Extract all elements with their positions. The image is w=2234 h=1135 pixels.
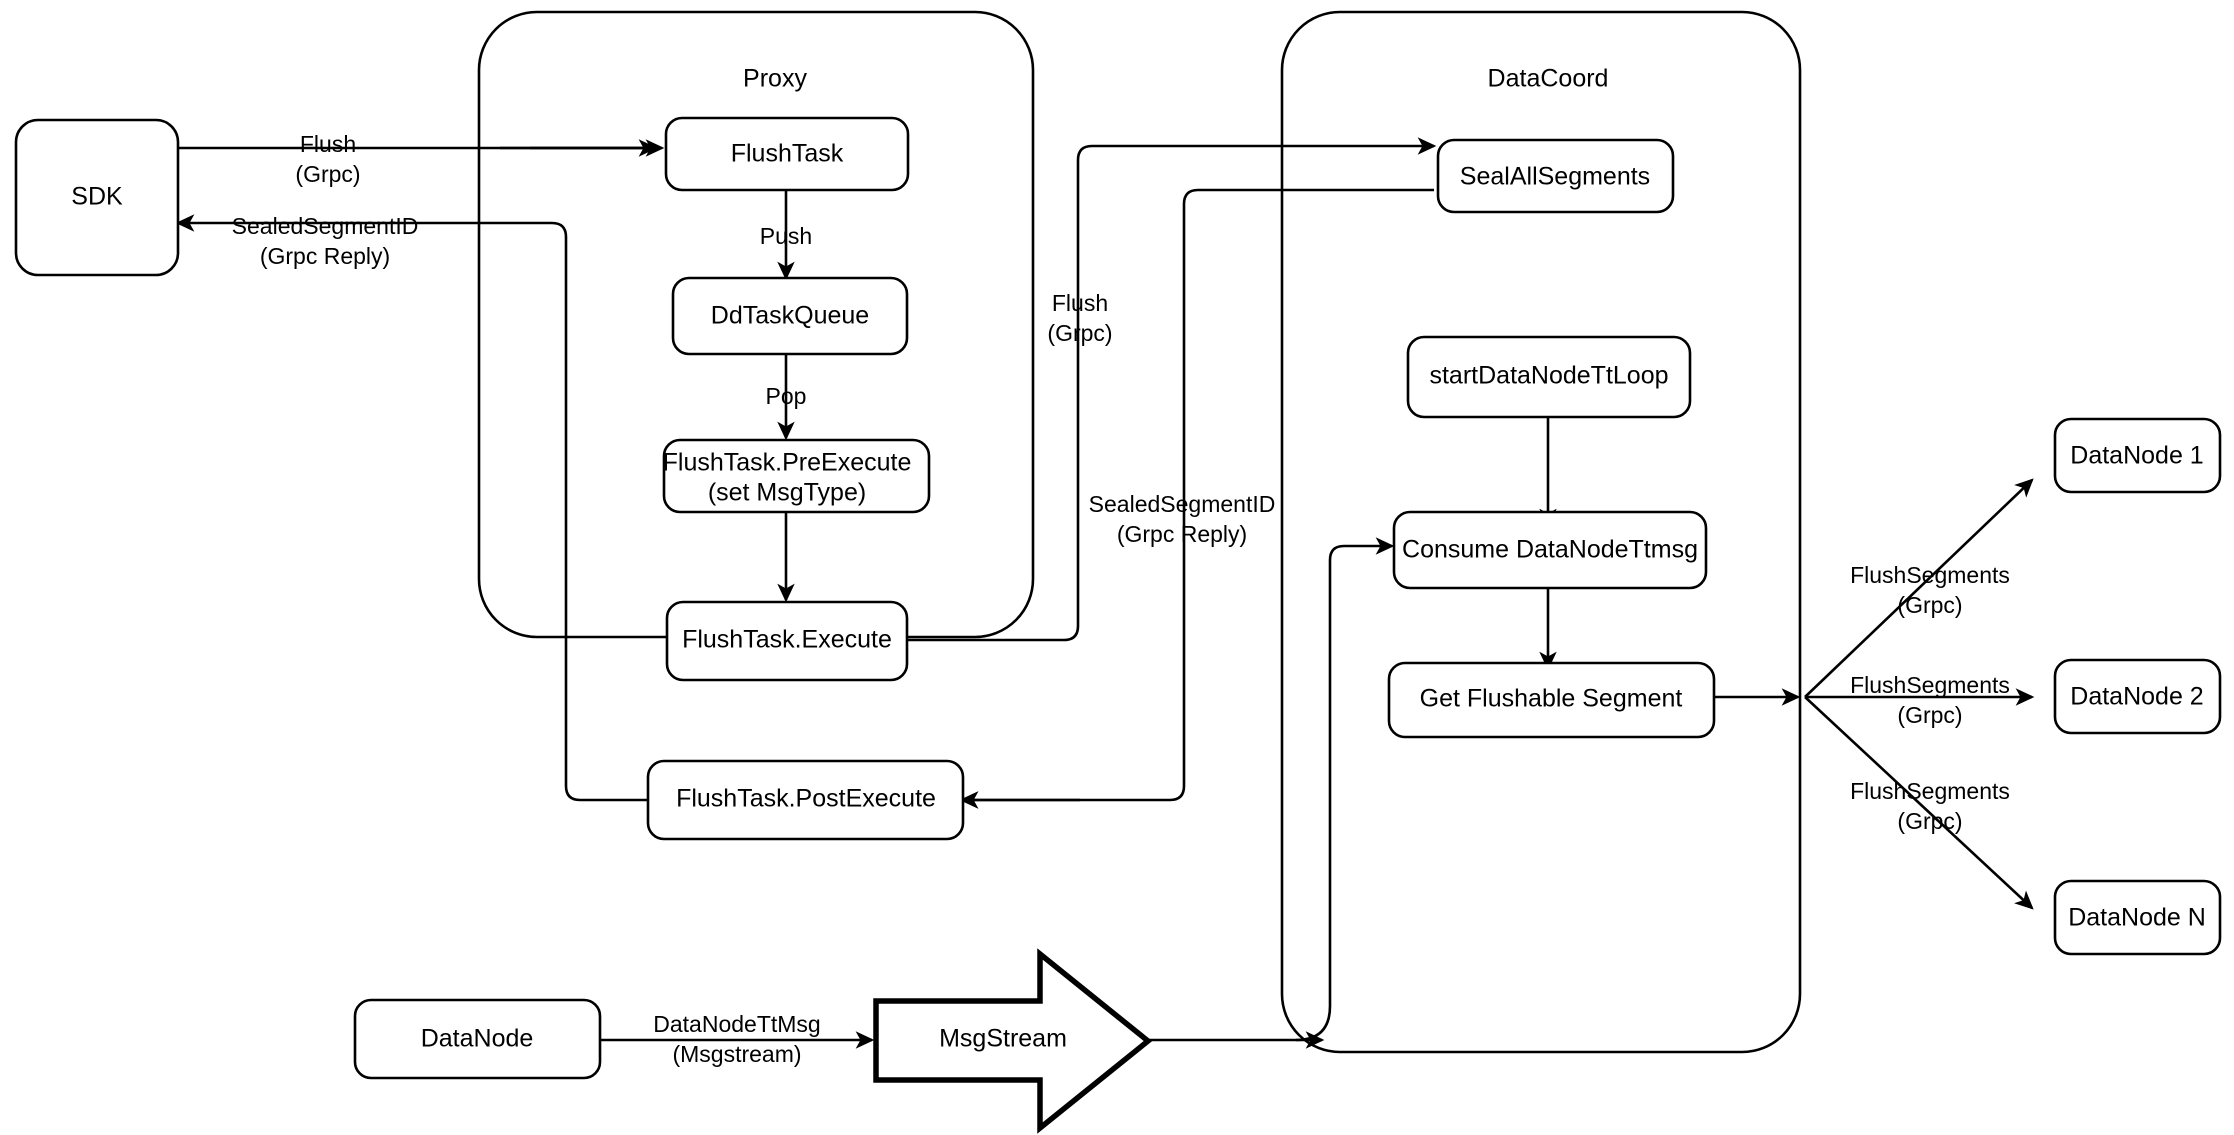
node-start-datanode-tt-loop[interactable]: startDataNodeTtLoop	[1406, 335, 1692, 419]
edge-datacoord-inflow-to-consume	[1295, 537, 1395, 1042]
flushsegments2-label-line2: (Grpc)	[1897, 702, 1962, 728]
datanoden-box[interactable]	[2053, 879, 2222, 956]
node-consume-datanode-ttmsg[interactable]: Consume DataNodeTtmsg	[1392, 510, 1708, 590]
proxy-reply-label-line2: (Grpc Reply)	[1117, 521, 1247, 547]
proxy-title: Proxy	[743, 65, 807, 93]
label-flushsegments-1: FlushSegments (Grpc)	[1850, 562, 2010, 618]
node-seal-all-segments[interactable]: SealAllSegments	[1436, 138, 1675, 214]
node-datanode-n[interactable]: DataNode N	[2053, 879, 2222, 956]
flushtask-box[interactable]	[664, 116, 910, 192]
node-flush-task[interactable]: FlushTask	[664, 116, 910, 192]
node-dd-task-queue[interactable]: DdTaskQueue	[671, 276, 909, 356]
getflushablesegment-box[interactable]	[1387, 661, 1716, 739]
sealallsegments-box[interactable]	[1436, 138, 1675, 214]
ddtaskqueue-label: DdTaskQueue	[711, 302, 869, 330]
sealallsegments-label: SealAllSegments	[1460, 163, 1650, 191]
postexecute-box[interactable]	[646, 759, 965, 841]
msgstream-label: MsgStream	[939, 1025, 1067, 1053]
label-sdk-sealedsegmentid: SealedSegmentID (Grpc Reply)	[232, 213, 419, 269]
edge-execute-to-sealallsegments	[906, 137, 1437, 642]
label-proxy-flush: Flush (Grpc)	[1047, 290, 1112, 346]
datanode2-label: DataNode 2	[2070, 683, 2203, 711]
datanode-bottom-box[interactable]	[353, 998, 602, 1080]
datanode-ttmsg-label-line2: (Msgstream)	[672, 1041, 801, 1067]
edge-postexecute-to-sdk-reply	[175, 214, 648, 802]
push-label: Push	[760, 223, 812, 249]
sdk-flush-label-line2: (Grpc)	[295, 161, 360, 187]
node-datanode-2[interactable]: DataNode 2	[2053, 658, 2222, 735]
node-msgstream[interactable]: MsgStream	[873, 948, 1153, 1134]
edge-sealallsegments-to-postexecute	[959, 188, 1434, 809]
preexecute-label-line1: FlushTask.PreExecute	[663, 449, 912, 477]
datanode-bottom-label: DataNode	[421, 1025, 534, 1053]
sdk-box[interactable]	[14, 118, 180, 277]
label-proxy-sealedsegmentid: SealedSegmentID (Grpc Reply)	[1089, 491, 1276, 547]
ddtaskqueue-box[interactable]	[671, 276, 909, 356]
consume-datanodettmsg-label: Consume DataNodeTtmsg	[1402, 536, 1698, 564]
startdatanodettloop-label: startDataNodeTtLoop	[1429, 362, 1668, 390]
sdk-label: SDK	[71, 183, 123, 211]
pop-label: Pop	[766, 383, 807, 409]
label-sdk-flush: Flush (Grpc)	[295, 131, 360, 187]
node-get-flushable-segment[interactable]: Get Flushable Segment	[1387, 661, 1716, 739]
getflushablesegment-label: Get Flushable Segment	[1420, 685, 1683, 713]
datacoord-title: DataCoord	[1488, 65, 1609, 93]
msgstream-arrow-shape[interactable]	[873, 948, 1153, 1134]
label-flushsegments-2: FlushSegments (Grpc)	[1850, 672, 2010, 728]
label-flushsegments-n: FlushSegments (Grpc)	[1850, 778, 2010, 834]
postexecute-label: FlushTask.PostExecute	[676, 785, 936, 813]
datanode1-label: DataNode 1	[2070, 442, 2203, 470]
preexecute-label-line2: (set MsgType)	[708, 479, 866, 507]
datanode1-box[interactable]	[2053, 417, 2222, 494]
startdatanodettloop-box[interactable]	[1406, 335, 1692, 419]
node-datanode-bottom[interactable]: DataNode	[353, 998, 602, 1080]
node-flushtask-execute[interactable]: FlushTask.Execute	[665, 600, 909, 682]
proxy-flush-label-line1: Flush	[1052, 290, 1108, 316]
proxy-reply-label-line1: SealedSegmentID	[1089, 491, 1276, 517]
flushsegments2-label-line1: FlushSegments	[1850, 672, 2010, 698]
flushsegments1-label-line2: (Grpc)	[1897, 592, 1962, 618]
sdk-reply-label-line1: SealedSegmentID	[232, 213, 419, 239]
flushsegmentsn-label-line2: (Grpc)	[1897, 808, 1962, 834]
datanoden-label: DataNode N	[2068, 904, 2206, 932]
node-datanode-1[interactable]: DataNode 1	[2053, 417, 2222, 494]
flushsegments1-label-line1: FlushSegments	[1850, 562, 2010, 588]
execute-box[interactable]	[665, 600, 909, 682]
flushsegmentsn-label-line1: FlushSegments	[1850, 778, 2010, 804]
sdk-flush-label-line1: Flush	[300, 131, 356, 157]
consume-datanodettmsg-box[interactable]	[1392, 510, 1708, 590]
node-sdk[interactable]: SDK	[14, 118, 180, 277]
datanode2-box[interactable]	[2053, 658, 2222, 735]
node-flushtask-postexecute[interactable]: FlushTask.PostExecute	[646, 759, 965, 841]
edge-junction-to-datanode1	[1804, 478, 2034, 698]
flushtask-label: FlushTask	[731, 140, 844, 168]
sdk-reply-label-line2: (Grpc Reply)	[260, 243, 390, 269]
edge-junction-to-datanoden	[1804, 696, 2034, 910]
proxy-flush-label-line2: (Grpc)	[1047, 320, 1112, 346]
datanode-ttmsg-label-line1: DataNodeTtMsg	[653, 1011, 820, 1037]
preexecute-box[interactable]	[662, 438, 931, 514]
label-datanode-ttmsg: DataNodeTtMsg (Msgstream)	[653, 1011, 820, 1067]
node-flushtask-preexecute[interactable]: FlushTask.PreExecute (set MsgType)	[662, 438, 931, 514]
execute-label: FlushTask.Execute	[682, 626, 892, 654]
